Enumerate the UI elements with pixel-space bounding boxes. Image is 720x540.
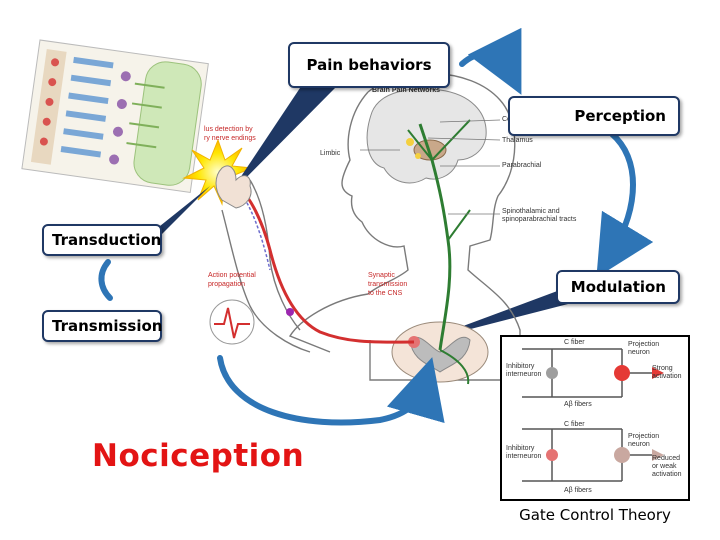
gate-control-svg xyxy=(522,348,664,482)
stimulus-label-2: ry nerve endings xyxy=(204,135,256,142)
tracts-label-1: Spinothalamic and xyxy=(502,208,560,215)
gate-control-diagram: C fiber Projection neuron Inhibitory int… xyxy=(500,335,690,501)
brain-drawing xyxy=(366,88,487,184)
spinal-cord-section xyxy=(391,321,489,383)
pain-behaviors-callout xyxy=(228,88,335,196)
gate-top-projection-label-2: neuron xyxy=(628,349,650,356)
gate-top-inhibitory-label-2: interneuron xyxy=(506,371,542,378)
tracts-label-2: spinoparabrachial tracts xyxy=(502,216,577,223)
modulation-box: Modulation xyxy=(556,270,680,304)
synaptic-label-2: transmission xyxy=(368,281,408,288)
perception-box: Perception xyxy=(508,96,680,136)
gate-control-caption: Gate Control Theory xyxy=(519,506,671,524)
synaptic-label-3: to the CNS xyxy=(368,290,403,297)
action-potential-label-2: propagation xyxy=(208,281,245,288)
nociception-title: Nociception xyxy=(92,438,305,474)
gate-top-outcome-label-2: activation xyxy=(652,373,682,380)
gate-bottom-outcome-label-3: activation xyxy=(652,471,682,478)
gate-bottom-inhibitory-label-1: Inhibitory xyxy=(506,445,535,452)
gate-top-c-fiber-label: C fiber xyxy=(564,339,585,346)
gate-bottom-projection-label-1: Projection xyxy=(628,433,660,440)
action-potential-inset xyxy=(209,299,255,345)
gate-bottom-ab-label: Aβ fibers xyxy=(564,487,592,494)
brain-pain-networks-label: Brain Pain Networks xyxy=(372,87,441,94)
gate-bottom-outcome-label-1: Reduced xyxy=(652,455,681,462)
transmission-box: Transmission xyxy=(42,310,162,342)
gate-top-inhibitory-label-1: Inhibitory xyxy=(506,363,535,370)
gate-bottom-projection-label-2: neuron xyxy=(628,441,650,448)
receptor-poster-image xyxy=(21,39,209,193)
transduction-box: Transduction xyxy=(42,224,162,256)
pain-behaviors-box: Pain behaviors xyxy=(288,42,450,88)
peripheral-nerve xyxy=(229,178,415,344)
gate-top-projection-label-1: Projection xyxy=(628,341,660,348)
stimulus-label-1: lus detection by xyxy=(204,126,253,133)
action-potential-label-1: Action potential xyxy=(208,272,256,279)
gate-bottom-inhibitory-label-2: interneuron xyxy=(506,453,542,460)
limbic-label: Limbic xyxy=(320,150,341,157)
hand-drawing xyxy=(215,165,252,209)
gate-top-outcome-label-1: Strong xyxy=(652,365,673,372)
thalamus-label: Thalamus xyxy=(502,137,533,144)
parabrachial-label: Parabrachial xyxy=(502,162,542,169)
gate-top-ab-label: Aβ fibers xyxy=(564,401,592,408)
synaptic-label-1: Synaptic xyxy=(368,272,395,279)
gate-bottom-c-fiber-label: C fiber xyxy=(564,421,585,428)
cycle-arrows xyxy=(98,27,654,426)
gate-bottom-outcome-label-2: or weak xyxy=(652,463,677,470)
transduction-callout xyxy=(160,186,210,236)
